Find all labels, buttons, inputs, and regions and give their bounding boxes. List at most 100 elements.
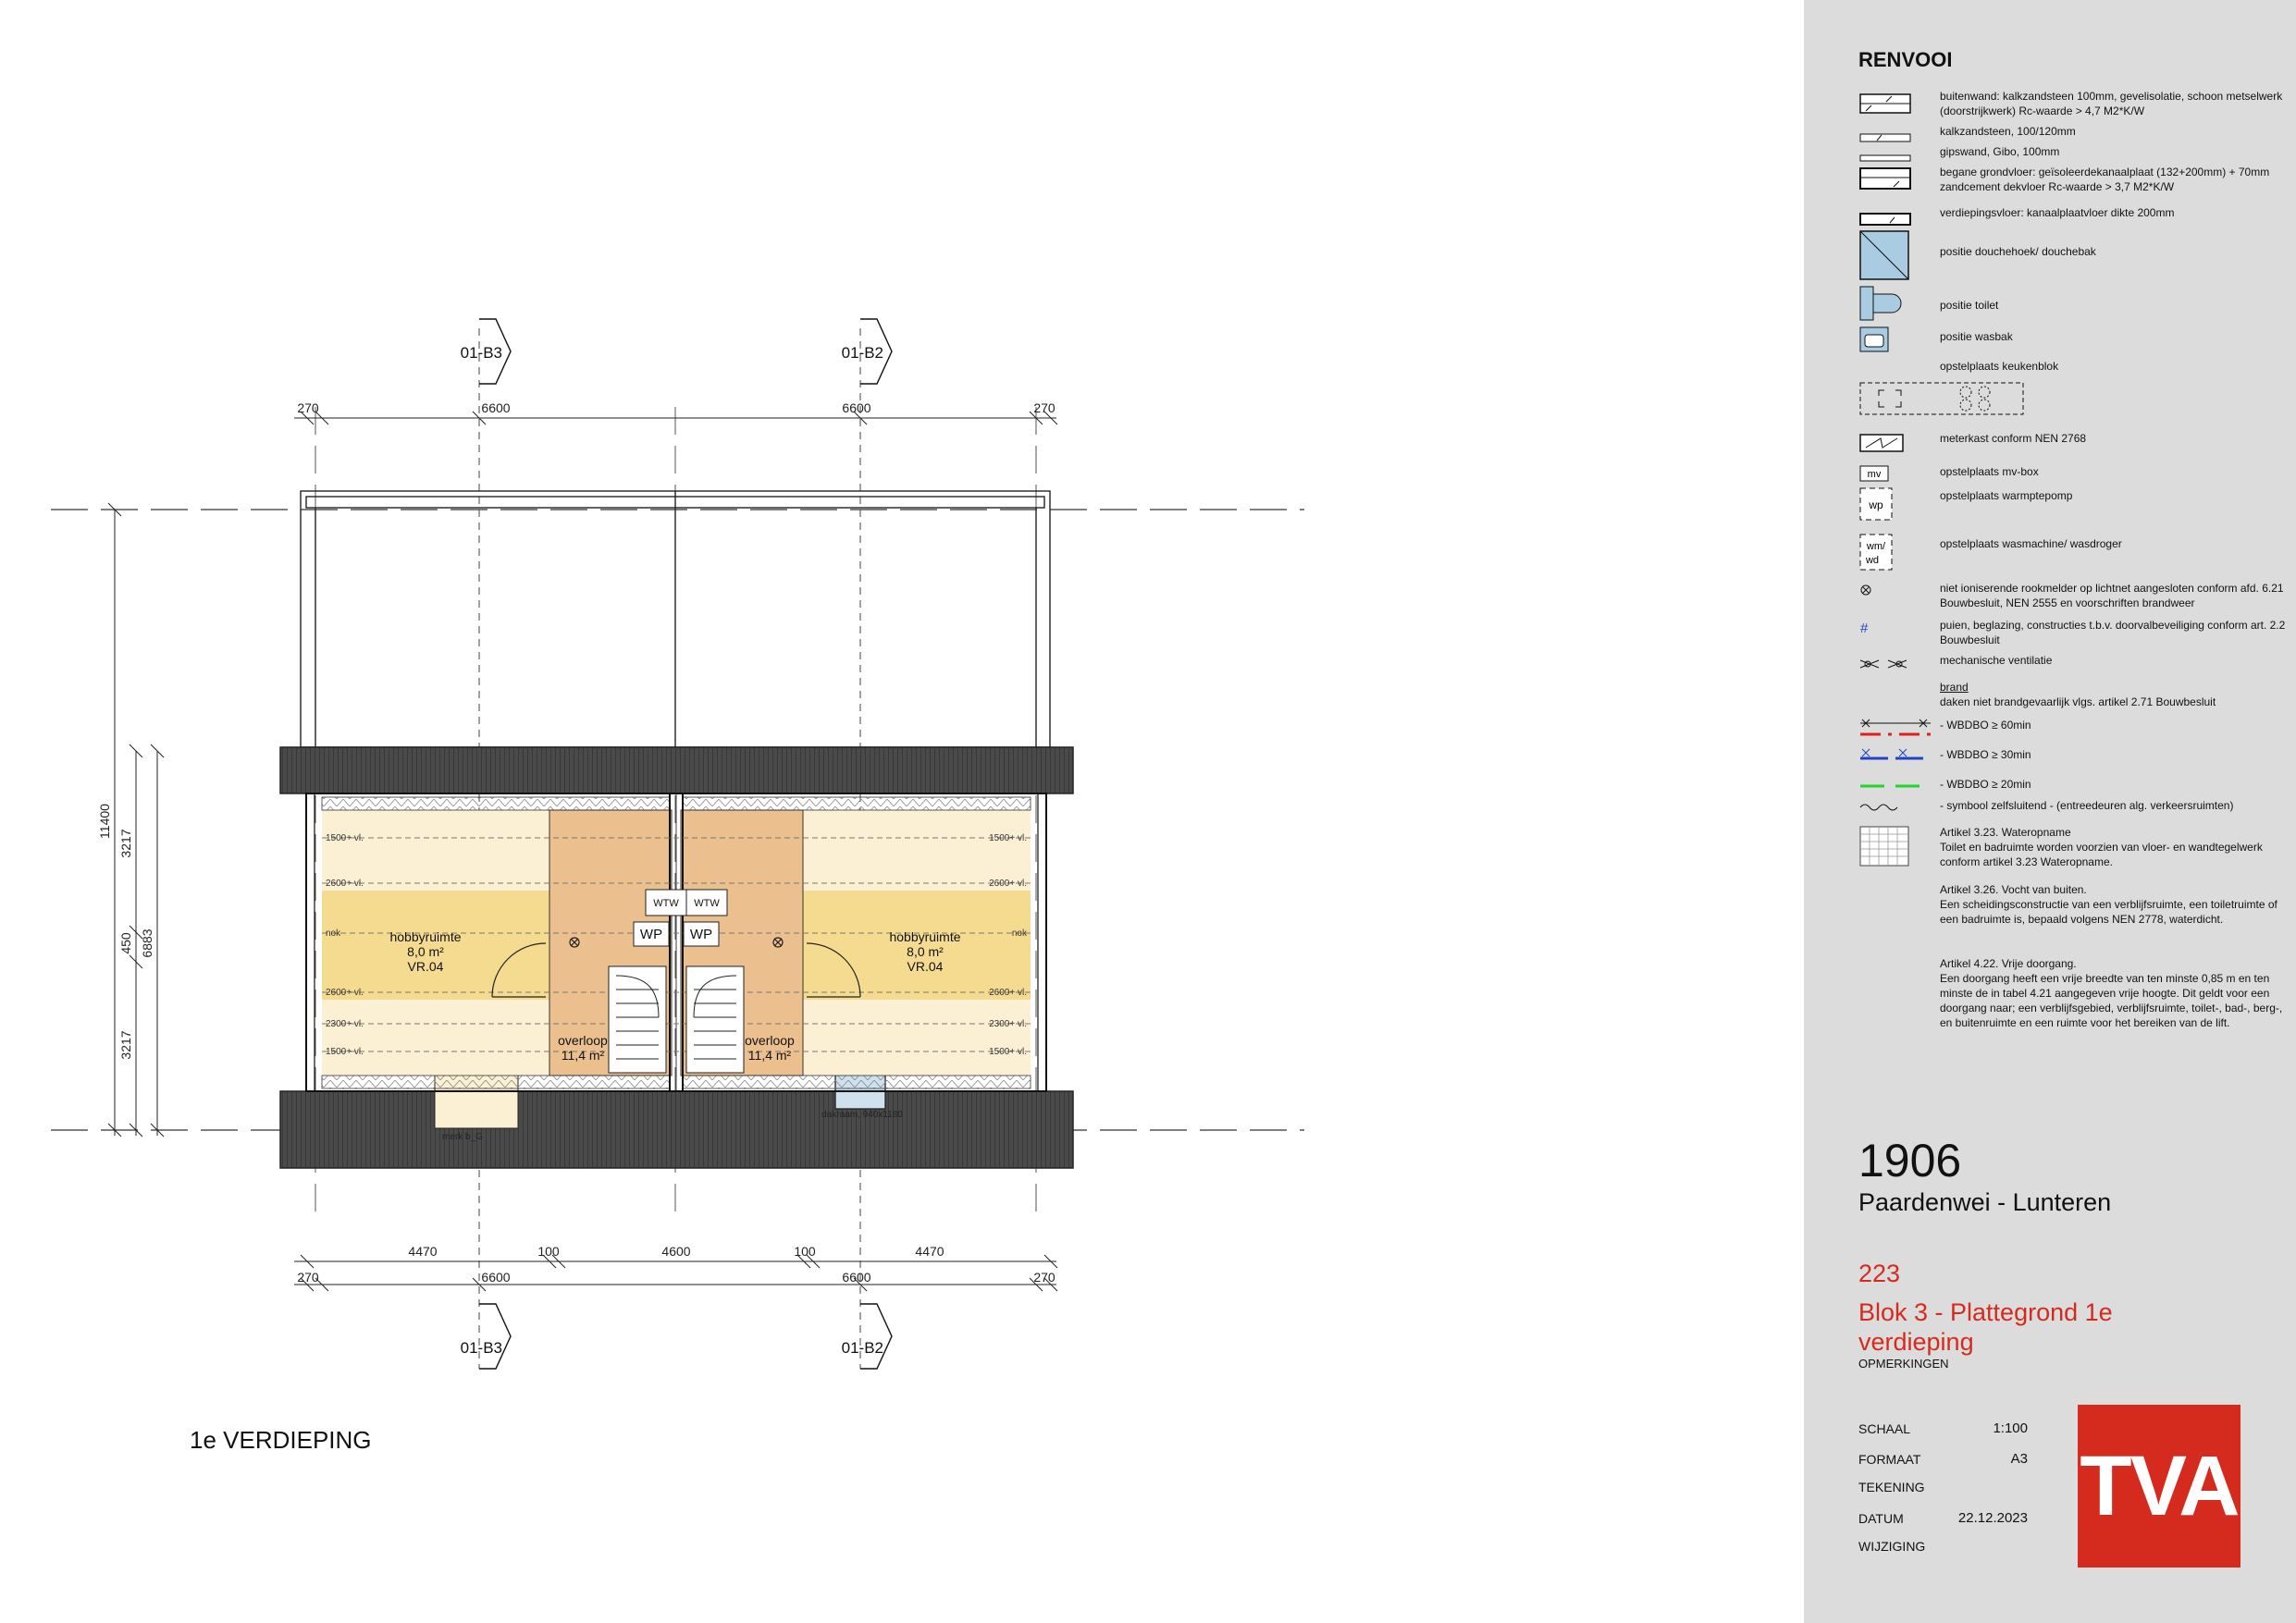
dim-label: 4470 xyxy=(408,1244,437,1259)
legend-text: brand xyxy=(1940,681,1969,694)
dim-label: 11400 xyxy=(97,804,112,839)
legend-text: opstelplaats wasmachine/ wasdroger xyxy=(1940,537,2122,550)
legend-text: opstelplaats keukenblok xyxy=(1940,360,2059,373)
door-swing-right xyxy=(806,942,861,998)
dim-label: 3217 xyxy=(118,829,133,857)
scale-label: SCHAAL xyxy=(1858,1421,1911,1436)
smoke-detector-icon xyxy=(569,937,784,948)
height-label: 2600+ vl. xyxy=(326,879,364,889)
legend-text: positie wasbak xyxy=(1940,330,2013,343)
axis-label: 01-B3 xyxy=(461,1339,502,1357)
tile-grid-icon xyxy=(1859,826,1909,867)
mv-box-icon: mv xyxy=(1859,465,1889,482)
wbdbo-30-icon xyxy=(1860,748,1931,760)
axis-labels: 01-B3 01-B2 01-B3 01-B2 xyxy=(461,344,883,1357)
height-label: nok xyxy=(326,928,341,939)
stair-right xyxy=(685,965,745,1074)
dimension-labels: 270 6600 6600 270 4470 100 4600 100 4470… xyxy=(97,400,1055,1285)
legend-text: verdiepingsvloer: kanaalplaatvloer dikte… xyxy=(1940,206,2175,219)
legend-text: mechanische ventilatie xyxy=(1940,654,2053,667)
room-code: VR.04 xyxy=(408,959,444,974)
floor-slab-icon xyxy=(1859,213,1911,226)
dim-label: 6600 xyxy=(481,1270,510,1285)
project-number: 1906 xyxy=(1858,1135,1962,1187)
legend-text: niet ioniserende rookmelder op lichtnet … xyxy=(1940,582,2284,609)
dim-label: 6600 xyxy=(842,400,870,415)
drawing-label: TEKENING xyxy=(1858,1480,1925,1494)
legend-title: RENVOOI xyxy=(1858,48,1953,71)
height-labels-right: 1500+ vl. 2600+ vl. nok 2600+ vl. 2300+ … xyxy=(989,833,1028,1057)
shower-icon xyxy=(1859,230,1909,280)
gypsum-wall-icon xyxy=(1859,154,1911,162)
dim-label: 6600 xyxy=(481,400,510,415)
door-swing-left xyxy=(491,942,547,998)
wp-label: WP xyxy=(690,927,712,942)
merk-label: merk b_G xyxy=(442,1132,483,1142)
height-label: 1500+ vl. xyxy=(326,1047,364,1057)
height-label: 2300+ vl. xyxy=(326,1019,364,1029)
scale-value: 1:100 xyxy=(1993,1420,2028,1436)
drawing-number: 223 xyxy=(1858,1260,1901,1287)
project-name: Paardenwei - Lunteren xyxy=(1858,1188,2112,1216)
legend-text: kalkzandsteen, 100/120mm xyxy=(1940,125,2076,138)
dim-label: 450 xyxy=(118,932,133,954)
wtw-label: WTW xyxy=(694,898,720,909)
svg-text:#: # xyxy=(1860,621,1869,636)
self-closing-icon xyxy=(1859,804,1898,811)
dim-label: 6883 xyxy=(140,928,154,957)
legend-text: - WBDBO ≥ 20min xyxy=(1940,778,2031,791)
room-name: overloop xyxy=(558,1033,608,1048)
wtw-label: WTW xyxy=(653,898,679,909)
dimension-lines xyxy=(107,411,1058,1292)
axis-label: 01-B2 xyxy=(842,344,883,362)
insulation-bottom-right xyxy=(682,1075,1031,1089)
dim-label: 4600 xyxy=(661,1244,690,1259)
legend-text: opstelplaats mv-box xyxy=(1940,465,2039,478)
room-area: 11,4 m² xyxy=(748,1048,792,1063)
legend-text: Artikel 4.22. Vrije doorgang. Een doorga… xyxy=(1940,957,2283,1029)
title-sidebar: RENVOOI buitenwand: kalkzandsteen 100mm,… xyxy=(1804,0,2296,1623)
height-label: nok xyxy=(1012,928,1028,939)
heat-pump-icon: wp xyxy=(1859,487,1893,521)
height-lines xyxy=(322,837,1031,1052)
height-label: 1500+ vl. xyxy=(326,833,364,843)
room-area: 8,0 m² xyxy=(407,944,444,959)
washbasin-icon xyxy=(1859,326,1889,352)
sand-lime-wall-icon xyxy=(1859,133,1911,142)
height-label: 1500+ vl. xyxy=(989,833,1027,843)
equipment: WTW WTW WP WP xyxy=(633,889,728,947)
smoke-detector-icon xyxy=(1860,584,1871,596)
height-label: 1500+ vl. xyxy=(989,1047,1027,1057)
drawing-title: Blok 3 - Plattegrond 1e verdieping xyxy=(1858,1298,2113,1356)
insulation-bottom-left xyxy=(321,1075,671,1089)
toilet-icon xyxy=(1859,286,1902,321)
wbdbo-20-icon xyxy=(1860,784,1931,788)
legend-text: daken niet brandgevaarlijk vlgs. artikel… xyxy=(1940,695,2216,708)
room-area: 8,0 m² xyxy=(907,944,944,959)
date-label: DATUM xyxy=(1858,1511,1904,1526)
wp-symbol-label: wp xyxy=(1868,498,1883,511)
legend-text: - symbool zelfsluitend - (entreedeuren a… xyxy=(1940,799,2234,812)
room-name: hobbyruimte xyxy=(889,929,960,944)
insulation-top-left xyxy=(321,796,671,811)
dim-label: 4470 xyxy=(915,1244,944,1259)
dakraam-label: dakraam, 940x1180 xyxy=(821,1110,903,1120)
dim-label: 100 xyxy=(537,1244,560,1259)
height-labels-left: 1500+ vl. 2600+ vl. nok 2600+ vl. 2300+ … xyxy=(326,833,364,1057)
dim-label: 6600 xyxy=(842,1270,870,1285)
legend-text: puien, beglazing, constructies t.b.v. do… xyxy=(1940,619,2286,646)
legend-text: Artikel 3.23. Wateropname Toilet en badr… xyxy=(1940,826,2263,868)
roof-band-top xyxy=(279,746,1074,794)
legend-text: meterkast conform NEN 2768 xyxy=(1940,432,2087,445)
tva-logo: TVA xyxy=(2078,1405,2240,1568)
washing-machine-icon: wm/wd xyxy=(1859,534,1893,571)
wm-symbol-label: wm/ xyxy=(1866,541,1886,552)
remarks-label: OPMERKINGEN xyxy=(1858,1357,1949,1371)
axis-label: 01-B3 xyxy=(461,344,502,362)
ventilation-icon xyxy=(1859,659,1907,669)
wp-label: WP xyxy=(640,927,662,942)
legend-text: begane grondvloer: geïsoleerdekanaalplaa… xyxy=(1940,166,2270,193)
room-labels: hobbyruimte 8,0 m² VR.04 hobbyruimte 8,0… xyxy=(389,929,960,1063)
roof-band-bottom xyxy=(279,1090,1074,1169)
legend-text: gipswand, Gibo, 100mm xyxy=(1940,145,2060,158)
